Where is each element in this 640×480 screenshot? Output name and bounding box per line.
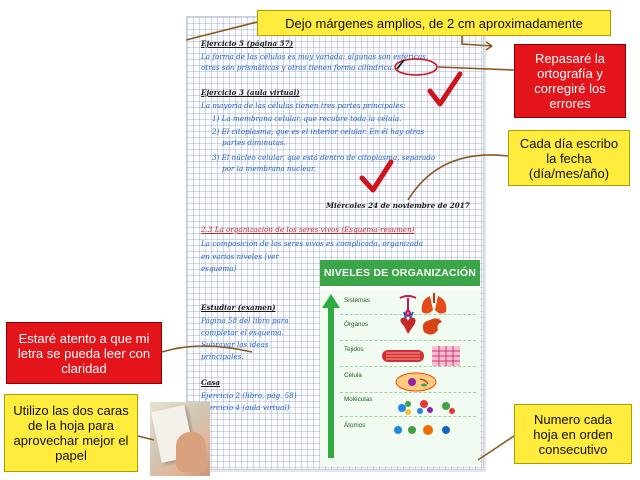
study-line-4: principales. — [201, 352, 244, 361]
level-label: Órganos — [344, 321, 369, 328]
level-divider — [340, 340, 476, 341]
muscle-tissue-icon — [382, 350, 424, 362]
callout-spelling: Repasaré la ortografía y corregiré los e… — [514, 44, 626, 118]
accent-correction — [396, 59, 405, 70]
reproductive-system-icon — [399, 295, 417, 318]
level-divider — [340, 416, 476, 417]
cell-icon — [395, 372, 437, 392]
exercise-5-title: Ejercicio 5 (página 57) — [201, 39, 294, 48]
chart-body: Sistemas Órganos Tejidos Célula Molécula… — [320, 290, 480, 466]
level-divider — [340, 392, 476, 393]
heart-icon — [400, 311, 416, 334]
section-line-3: esquema) — [201, 264, 237, 273]
level-divider — [340, 366, 476, 367]
level-label: Átomos — [344, 422, 366, 429]
homework-title: Casa — [201, 378, 221, 387]
study-line-3: Subrayar las ideas — [201, 340, 269, 349]
lungs-icon — [421, 293, 447, 314]
exercise-3-title: Ejercicio 3 (aula virtual) — [201, 88, 300, 97]
section-line-2: en varios niveles (ver — [201, 252, 279, 261]
exercise-3-item-3a: 3) El núcleo celular, que está dentro de… — [212, 153, 436, 162]
arrow-up-icon — [328, 306, 334, 458]
callout-both-sides: Utilizo las dos caras de la hoja para ap… — [4, 394, 138, 472]
study-line-1: Página 58 del libro para — [201, 316, 289, 325]
check-icon — [427, 71, 463, 107]
molecule-icon — [398, 400, 455, 415]
epithelial-tissue-icon — [432, 346, 460, 366]
kidney-icon — [422, 318, 442, 335]
study-line-2: completar el esquema. — [201, 328, 284, 337]
homework-line-2: Ejercicio 4 (aula virtual) — [201, 403, 290, 412]
check-icon — [359, 159, 394, 193]
level-label: Tejidos — [344, 346, 364, 353]
exercise-5-line-1: La forma de las células es muy variada: … — [201, 52, 429, 61]
section-line-1: La composición de los seres vivos es com… — [201, 239, 423, 248]
notebook-date: Miércoles 24 de noviembre de 2017 — [326, 201, 470, 210]
hand-icon — [176, 432, 206, 472]
exercise-3-item-3b: por la membrana nuclear. — [222, 164, 316, 173]
arrow-up-icon — [322, 294, 340, 308]
spelling-circle — [394, 58, 438, 76]
exercise-5-line-2: otras son prismáticas y otras tienen for… — [201, 63, 395, 72]
section-title: 2.3 La organización de los seres vivos (… — [201, 225, 415, 234]
callout-date: Cada día escribo la fecha (día/mes/año) — [508, 130, 630, 186]
chart-illustrations — [382, 293, 460, 435]
callout-page-number: Numero cada hoja en orden consecutivo — [514, 404, 632, 464]
photo-turning-page — [150, 402, 210, 476]
exercise-3-item-2b: partes diminutas. — [222, 138, 286, 147]
level-label: Moléculas — [344, 396, 373, 403]
exercise-3-intro: La mayoría de las células tienen tres pa… — [201, 101, 406, 110]
callout-margins: Dejo márgenes amplios, de 2 cm aproximad… — [257, 10, 611, 36]
level-label: Célula — [344, 372, 362, 379]
chart-title: NIVELES DE ORGANIZACIÓN — [320, 260, 480, 286]
exercise-3-item-2a: 2) El citoplasma, que es el interior cel… — [212, 127, 425, 136]
level-label: Sistemas — [344, 297, 370, 304]
exercise-3-item-1: 1) La membrana celular, que recubre toda… — [212, 114, 402, 123]
atom-icon — [394, 425, 450, 435]
callout-handwriting: Estaré atento a que mi letra se pueda le… — [6, 322, 162, 384]
study-title: Estudiar (examen) — [201, 303, 276, 312]
homework-line-1: Ejercicio 2 (libro, pág. 58) — [201, 391, 297, 400]
organization-levels-chart: NIVELES DE ORGANIZACIÓN Sistemas Órganos… — [320, 260, 480, 466]
